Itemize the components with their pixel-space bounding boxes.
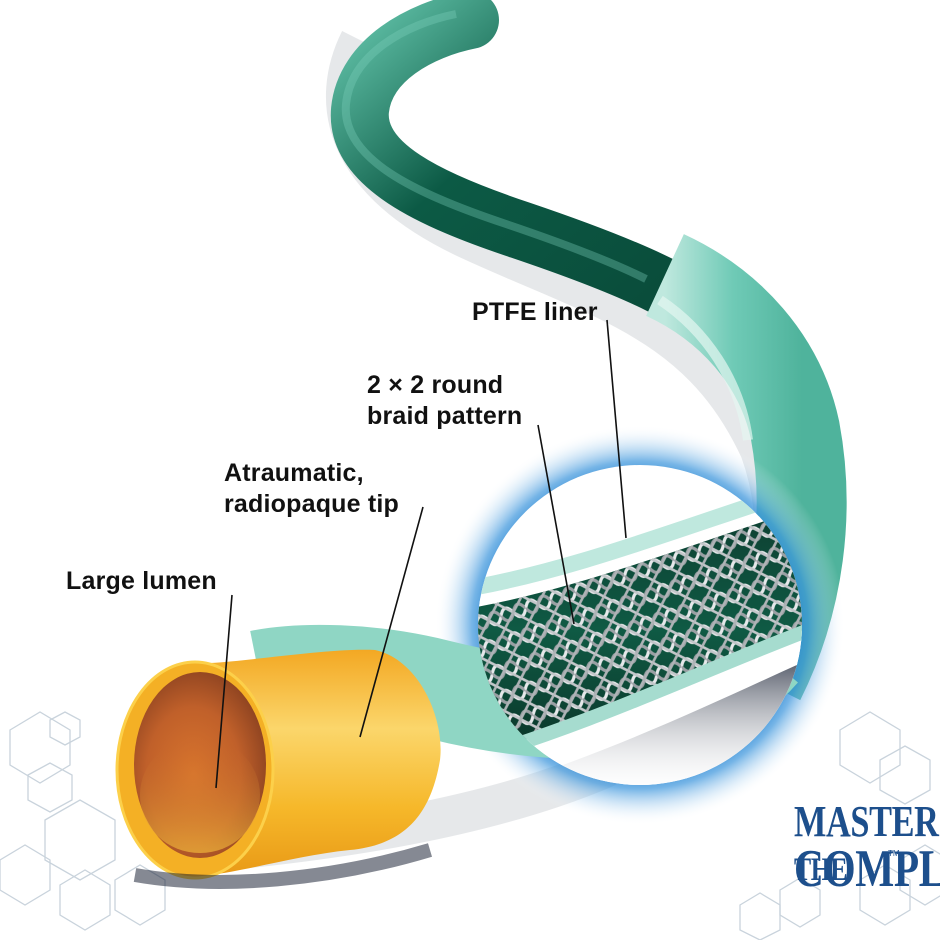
logo-line2: COMPLEX (794, 843, 940, 896)
catheter-shaft-proximal (330, 0, 689, 314)
catheter-tip (115, 649, 441, 889)
callout-braid-line1: 2 × 2 round (367, 371, 504, 399)
logo-word-master: MASTER (794, 797, 939, 846)
magnifier-cutaway (478, 465, 802, 785)
leader-ptfe (606, 319, 627, 539)
callout-ptfe-liner: PTFE liner (472, 297, 598, 328)
callout-large-lumen-text: Large lumen (66, 567, 217, 595)
callout-braid-pattern: 2 × 2 round braid pattern (367, 370, 522, 432)
leader-tip (359, 506, 424, 738)
hexagon-pattern (0, 711, 940, 940)
leader-lumen (215, 594, 233, 789)
callout-tip-line2: radiopaque tip (224, 490, 400, 518)
logo-line1: MASTER THE (794, 797, 939, 888)
callout-large-lumen: Large lumen (66, 566, 217, 597)
callout-braid-line2: braid pattern (367, 402, 523, 430)
logo-word-the: THE (794, 852, 848, 888)
leader-braid (537, 424, 575, 625)
logo-word-complex: COMPLEX (794, 840, 940, 898)
trademark-symbol: TM (888, 849, 900, 858)
callout-ptfe-liner-text: PTFE liner (472, 298, 598, 326)
callout-atraumatic-tip: Atraumatic, radiopaque tip (224, 458, 399, 520)
leader-lines (215, 319, 627, 789)
callout-tip-line1: Atraumatic, (224, 459, 364, 487)
